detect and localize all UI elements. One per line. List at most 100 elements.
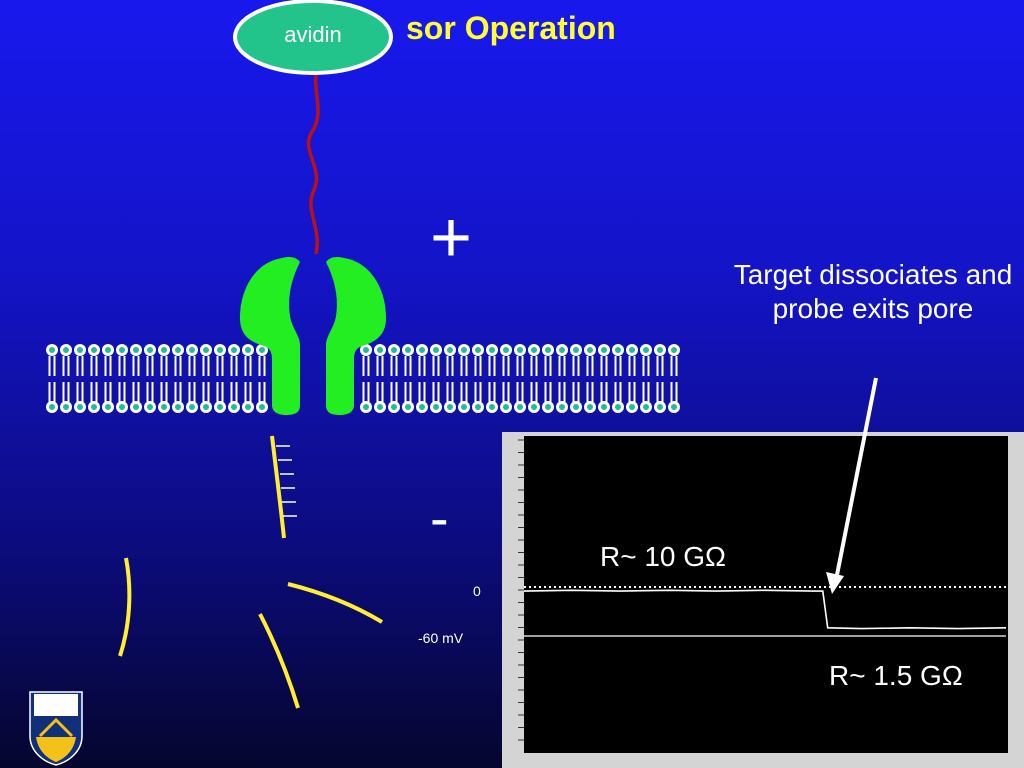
lipid-head-bottom-core	[419, 404, 425, 410]
dna-target-strand-3	[258, 613, 300, 709]
lipid-head-bottom-core	[231, 404, 237, 410]
lipid-head-top-core	[601, 347, 607, 353]
lipid-head-top-core	[433, 347, 439, 353]
trace-line	[523, 589, 1007, 630]
lipid-head-top-core	[671, 347, 677, 353]
lipid-head-top-core	[615, 347, 621, 353]
lipid-head-bottom-core	[489, 404, 495, 410]
lipid-head-top-core	[573, 347, 579, 353]
ubc-logo-icon	[29, 691, 83, 766]
avidin-label: avidin	[284, 22, 342, 47]
current-trace	[523, 589, 1007, 630]
lipid-head-bottom-core	[77, 404, 83, 410]
lipid-head-bottom-core	[601, 404, 607, 410]
lipid-head-bottom-core	[363, 404, 369, 410]
lipid-head-bottom-core	[503, 404, 509, 410]
lipid-head-top-core	[391, 347, 397, 353]
arrow-head	[826, 572, 844, 594]
lipid-head-top-core	[517, 347, 523, 353]
lipid-head-top-core	[405, 347, 411, 353]
lipid-head-top-core	[105, 347, 111, 353]
lipid-head-top-core	[587, 347, 593, 353]
voltage-label-neg60: -60 mV	[418, 630, 464, 646]
lipid-head-bottom-core	[517, 404, 523, 410]
lipid-head-bottom-core	[259, 404, 265, 410]
lipid-head-bottom-core	[147, 404, 153, 410]
lipid-head-bottom-core	[447, 404, 453, 410]
membrane-right	[360, 344, 680, 413]
lipid-head-top-core	[119, 347, 125, 353]
lipid-head-top-core	[63, 347, 69, 353]
pore-right-half	[326, 257, 386, 415]
lipid-head-bottom-core	[531, 404, 537, 410]
lipid-head-top-core	[147, 347, 153, 353]
lipid-head-bottom-core	[461, 404, 467, 410]
lipid-head-top-core	[133, 347, 139, 353]
lipid-head-top-core	[559, 347, 565, 353]
lipid-head-bottom-core	[559, 404, 565, 410]
lipid-head-top-core	[77, 347, 83, 353]
lipid-head-top-core	[475, 347, 481, 353]
lipid-head-top-core	[643, 347, 649, 353]
resistance-label-high: R~ 10 GΩ	[600, 541, 726, 572]
lipid-head-top-core	[189, 347, 195, 353]
lipid-head-top-core	[49, 347, 55, 353]
lipid-head-bottom-core	[391, 404, 397, 410]
dna-target-strand-2	[287, 582, 384, 624]
lipid-head-top-core	[363, 347, 369, 353]
lipid-head-bottom-core	[175, 404, 181, 410]
tether-strand	[306, 61, 320, 255]
lipid-head-bottom-core	[49, 404, 55, 410]
lipid-head-bottom-core	[657, 404, 663, 410]
recording-axis-ticks	[518, 439, 524, 741]
plus-sign: +	[430, 198, 473, 278]
lipid-head-bottom-core	[91, 404, 97, 410]
lipid-head-top-core	[91, 347, 97, 353]
membrane-left	[46, 344, 268, 413]
lipid-head-bottom-core	[133, 404, 139, 410]
lipid-head-bottom-core	[643, 404, 649, 410]
lipid-head-top-core	[489, 347, 495, 353]
lipid-head-top-core	[503, 347, 509, 353]
minus-sign: -	[430, 486, 449, 549]
lipid-head-top-core	[545, 347, 551, 353]
arrow-icon	[834, 377, 878, 581]
lipid-head-top-core	[161, 347, 167, 353]
lipid-head-bottom-core	[629, 404, 635, 410]
pore-left-half	[240, 257, 300, 415]
lipid-head-bottom-core	[105, 404, 111, 410]
resistance-label-low: R~ 1.5 GΩ	[829, 660, 963, 691]
voltage-label-zero: 0	[473, 583, 481, 599]
lipid-head-bottom-core	[615, 404, 621, 410]
lipid-head-top-core	[419, 347, 425, 353]
lipid-head-top-core	[245, 347, 251, 353]
annotation-text: Target dissociates and probe exits pore	[733, 259, 1013, 324]
lipid-head-top-core	[531, 347, 537, 353]
lipid-head-bottom-core	[119, 404, 125, 410]
lipid-head-bottom-core	[433, 404, 439, 410]
dna-probe-strand	[270, 435, 286, 539]
lipid-head-bottom-core	[405, 404, 411, 410]
lipid-head-top-core	[447, 347, 453, 353]
lipid-head-bottom-core	[217, 404, 223, 410]
lipid-head-bottom-core	[545, 404, 551, 410]
lipid-head-bottom-core	[161, 404, 167, 410]
lipid-head-bottom-core	[203, 404, 209, 410]
lipid-head-bottom-core	[245, 404, 251, 410]
avidin-molecule	[233, 0, 393, 75]
lipid-head-top-core	[175, 347, 181, 353]
lipid-head-top-core	[231, 347, 237, 353]
lipid-head-bottom-core	[671, 404, 677, 410]
lipid-head-bottom-core	[63, 404, 69, 410]
lipid-head-top-core	[657, 347, 663, 353]
lipid-head-bottom-core	[573, 404, 579, 410]
lipid-head-top-core	[629, 347, 635, 353]
slide-title: sor Operation	[406, 10, 616, 46]
dna-base-ticks	[276, 445, 297, 517]
lipid-head-bottom-core	[475, 404, 481, 410]
lipid-head-bottom-core	[377, 404, 383, 410]
lipid-head-top-core	[461, 347, 467, 353]
dna-target-strand-1	[118, 557, 132, 657]
